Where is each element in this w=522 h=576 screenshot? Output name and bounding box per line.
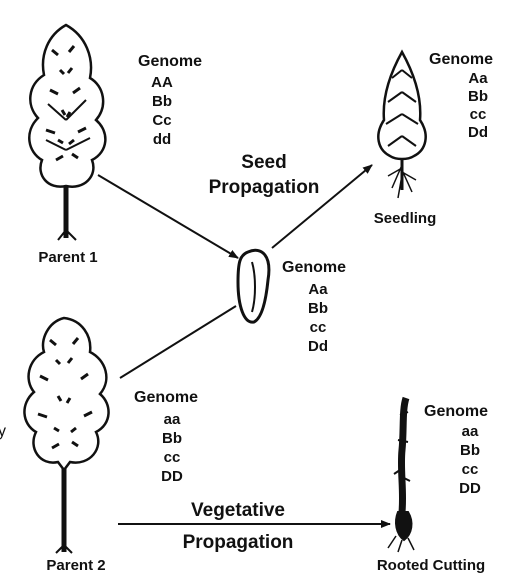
parent2-gene-d: DD — [161, 468, 183, 485]
vegetative-propagation-line2: Propagation — [183, 532, 294, 553]
parent1-gene-b: Bb — [152, 93, 172, 110]
cutting-gene-d: DD — [459, 480, 481, 497]
seed-gene-a: Aa — [308, 281, 328, 298]
parent2-genome: Genome aa Bb cc DD — [134, 389, 198, 485]
seed-genome-heading: Genome — [282, 259, 346, 276]
parent2-gene-a: aa — [164, 411, 181, 428]
seedling-gene-a: Aa — [468, 70, 488, 87]
seed-propagation-line1: Seed — [241, 152, 286, 173]
parent1-label: Parent 1 — [38, 249, 97, 266]
parent2-label: Parent 2 — [46, 557, 105, 574]
seedling-gene-b: Bb — [468, 88, 488, 105]
seed-gene-c: cc — [310, 319, 327, 336]
cutting-gene-b: Bb — [460, 442, 480, 459]
arrow-parent2-to-seed — [120, 306, 236, 378]
arrows — [98, 165, 390, 524]
cutting-genome-heading: Genome — [424, 403, 488, 420]
seed-gene-d: Dd — [308, 338, 328, 355]
cutting-gene-c: cc — [462, 461, 479, 478]
seedling-gene-d: Dd — [468, 124, 488, 141]
cutting-genome: Genome aa Bb cc DD — [424, 403, 488, 497]
vegetative-propagation-line1: Vegetative — [191, 500, 285, 521]
parent1-gene-a: AA — [151, 74, 173, 91]
seedling-genome: Genome Aa Bb cc Dd — [429, 51, 493, 141]
parent2-gene-c: cc — [164, 449, 181, 466]
rooted-cutting-label: Rooted Cutting — [377, 557, 485, 574]
seedling-genome-heading: Genome — [429, 51, 493, 68]
seed-genome: Genome Aa Bb cc Dd — [282, 259, 346, 355]
parent1-genome-heading: Genome — [138, 53, 202, 70]
seedling-gene-c: cc — [470, 106, 487, 123]
parent1-genome: Genome AA Bb Cc dd — [138, 53, 202, 148]
parent1-tree-icon — [29, 25, 105, 240]
seed-propagation-line2: Propagation — [209, 177, 320, 198]
rooted-cutting-icon — [388, 398, 414, 552]
seed-gene-b: Bb — [308, 300, 328, 317]
seedling-label: Seedling — [374, 210, 437, 227]
parent2-gene-b: Bb — [162, 430, 182, 447]
seedling-icon — [378, 52, 425, 198]
parent1-gene-c: Cc — [152, 112, 171, 129]
seed-icon — [238, 250, 269, 322]
parent2-genome-heading: Genome — [134, 389, 198, 406]
parent2-tree-icon — [24, 318, 108, 553]
cutting-gene-a: aa — [462, 423, 479, 440]
stray-mark: y — [0, 423, 6, 440]
parent1-gene-d: dd — [153, 131, 171, 148]
